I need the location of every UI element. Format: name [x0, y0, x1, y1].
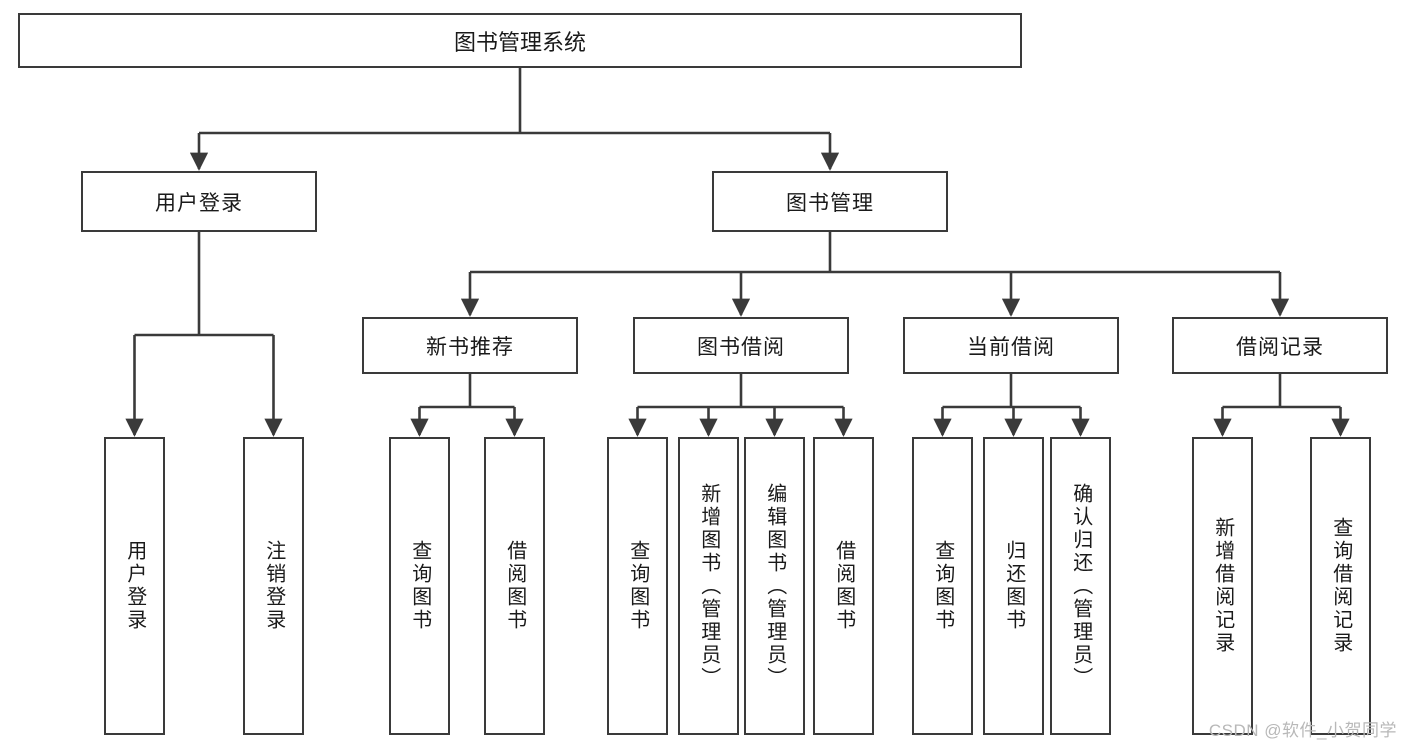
- node-leaf-user-login[interactable]: 用户登录: [104, 437, 165, 735]
- node-leaf-edit-book[interactable]: 编辑图书（管理员）: [744, 437, 805, 735]
- node-leaf-query-book-2[interactable]: 查询图书: [607, 437, 668, 735]
- node-label: 查询图书: [408, 540, 431, 632]
- node-label: 借阅图书: [503, 540, 526, 632]
- node-label: 确认归还（管理员）: [1069, 482, 1092, 690]
- node-label: 图书管理系统: [453, 29, 586, 55]
- node-leaf-borrow-book-1[interactable]: 借阅图书: [484, 437, 545, 735]
- node-leaf-add-book[interactable]: 新增图书（管理员）: [678, 437, 739, 735]
- node-label: 用户登录: [123, 540, 146, 632]
- watermark-label: CSDN @软件_小贺同学: [1208, 721, 1397, 740]
- node-leaf-borrow-book-2[interactable]: 借阅图书: [813, 437, 874, 735]
- node-leaf-add-record[interactable]: 新增借阅记录: [1192, 437, 1253, 735]
- node-label: 查询借阅记录: [1329, 517, 1352, 655]
- node-leaf-query-book-1[interactable]: 查询图书: [389, 437, 450, 735]
- node-new-book-rec[interactable]: 新书推荐: [362, 317, 578, 374]
- node-leaf-logout[interactable]: 注销登录: [243, 437, 304, 735]
- node-leaf-query-record[interactable]: 查询借阅记录: [1310, 437, 1371, 735]
- node-leaf-return-book[interactable]: 归还图书: [983, 437, 1044, 735]
- node-user-login[interactable]: 用户登录: [81, 171, 317, 232]
- node-borrow-record[interactable]: 借阅记录: [1172, 317, 1388, 374]
- node-label: 借阅记录: [1236, 335, 1324, 359]
- node-label: 编辑图书（管理员）: [763, 482, 786, 690]
- node-label: 查询图书: [626, 540, 649, 632]
- node-root[interactable]: 图书管理系统: [18, 13, 1022, 68]
- node-label: 当前借阅: [967, 335, 1055, 359]
- node-leaf-query-book-3[interactable]: 查询图书: [912, 437, 973, 735]
- node-label: 新增借阅记录: [1211, 517, 1234, 655]
- node-label: 查询图书: [931, 540, 954, 632]
- node-book-borrow[interactable]: 图书借阅: [633, 317, 849, 374]
- node-label: 图书管理: [786, 191, 874, 215]
- node-label: 新增图书（管理员）: [697, 482, 720, 690]
- node-label: 用户登录: [155, 191, 243, 215]
- node-label: 借阅图书: [832, 540, 855, 632]
- node-label: 新书推荐: [426, 335, 514, 359]
- node-label: 归还图书: [1002, 540, 1025, 632]
- node-label: 图书借阅: [697, 335, 785, 359]
- node-leaf-confirm-return[interactable]: 确认归还（管理员）: [1050, 437, 1111, 735]
- node-label: 注销登录: [262, 540, 285, 632]
- node-book-manage[interactable]: 图书管理: [712, 171, 948, 232]
- node-current-borrow[interactable]: 当前借阅: [903, 317, 1119, 374]
